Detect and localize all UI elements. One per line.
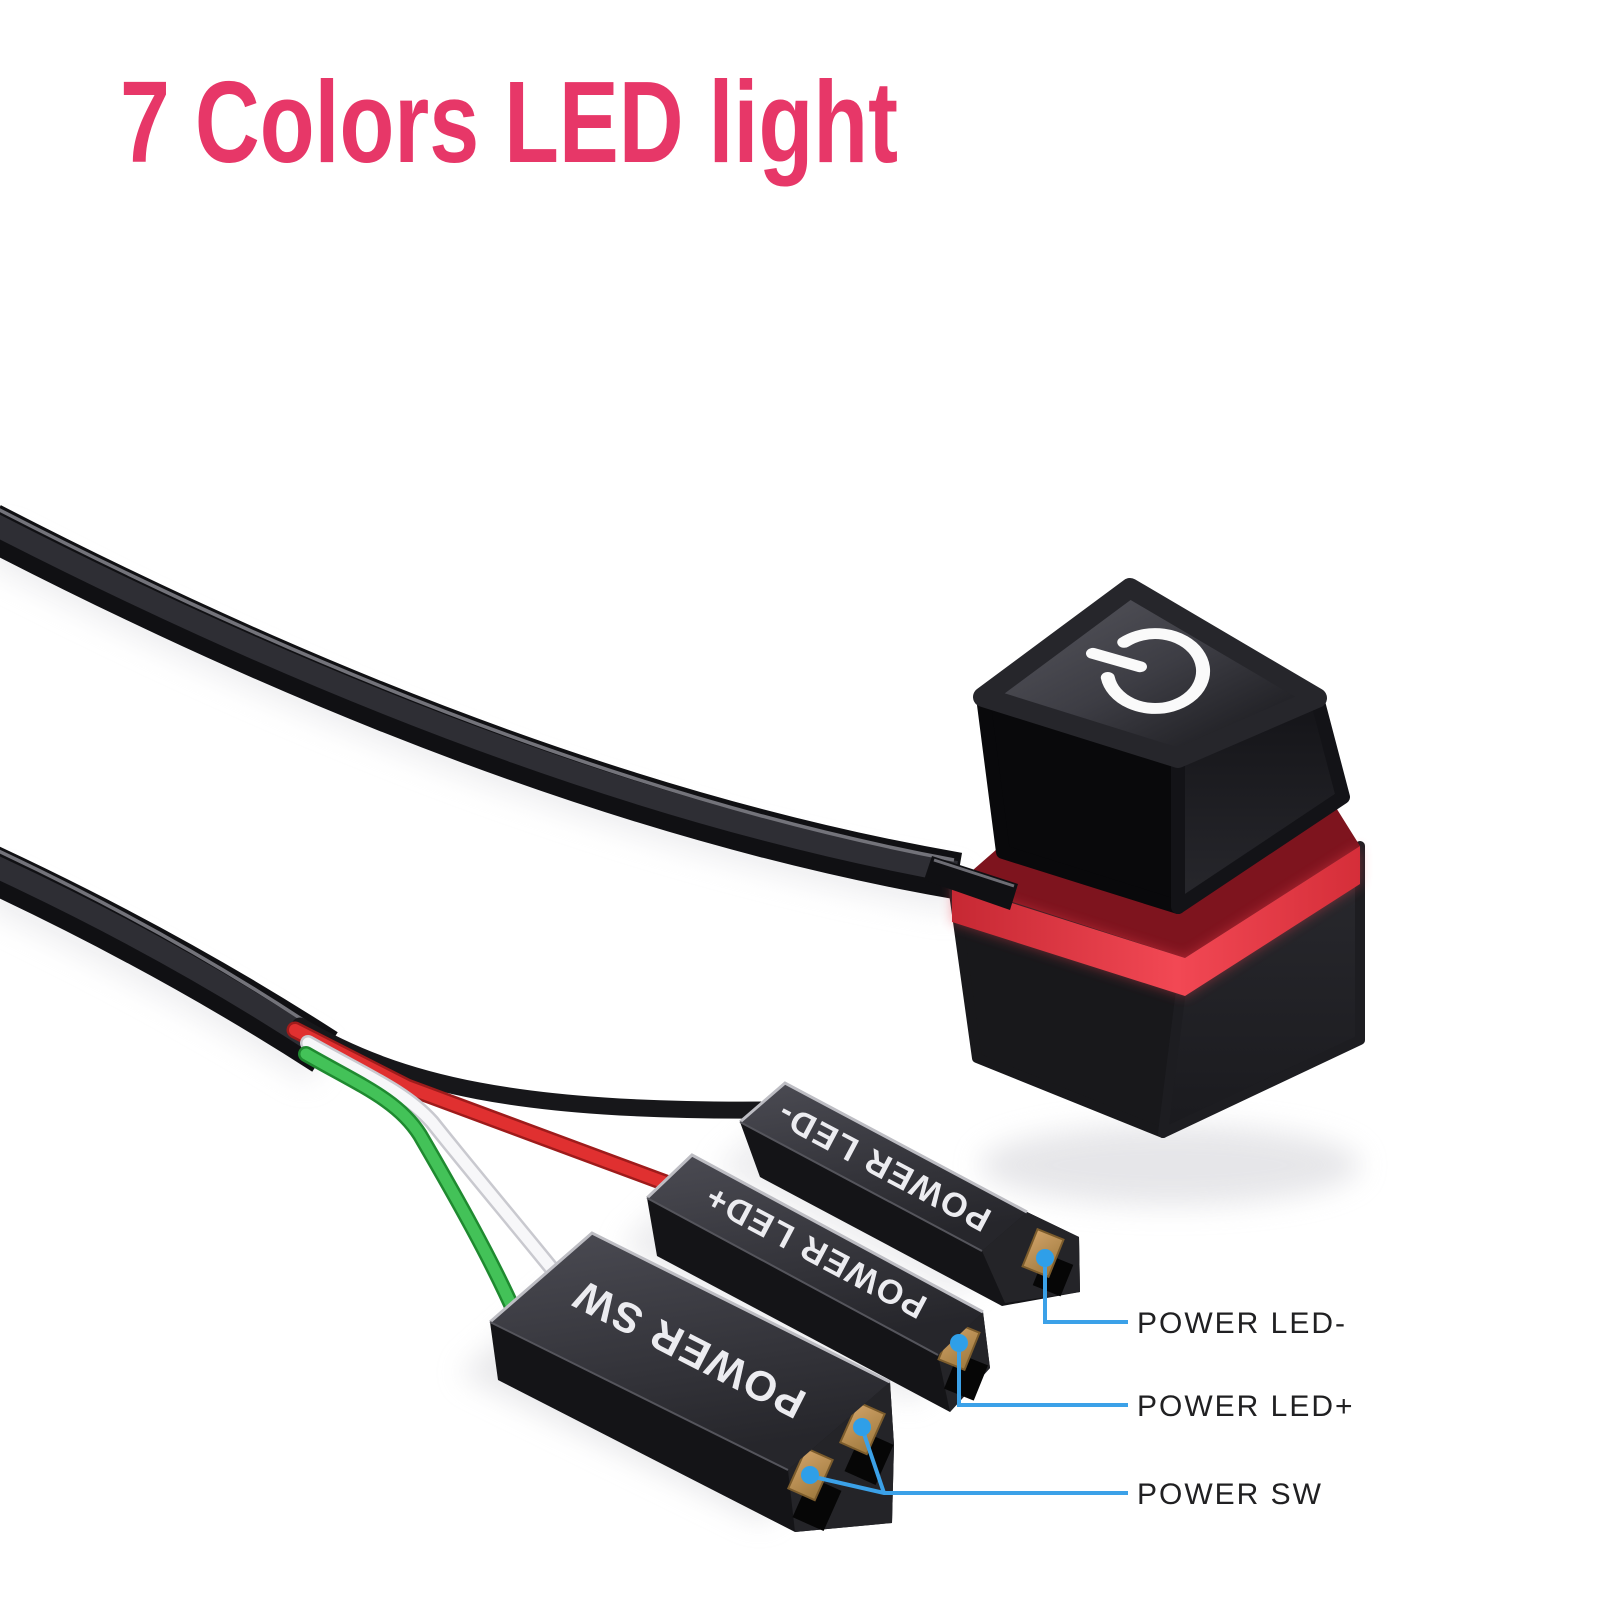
page-title: 7 Colors LED light	[120, 57, 898, 187]
wire-power-sw-green	[300, 1048, 526, 1331]
callout-line-power-sw-2	[860, 1427, 886, 1494]
callout-line-power-led-minus	[1043, 1260, 1128, 1324]
cable-to-button	[0, 505, 963, 900]
connector-edge	[489, 1321, 789, 1471]
callout-label-power-sw: POWER SW	[1137, 1478, 1323, 1511]
callout-label-power-led-minus: POWER LED-	[1137, 1307, 1347, 1340]
pin-dot-led-plus	[950, 1334, 968, 1352]
connector-edge	[739, 1121, 983, 1252]
callout-dots	[801, 1249, 1054, 1484]
callout-line-power-led-plus	[957, 1344, 1128, 1407]
connector-bevel	[739, 1081, 1028, 1214]
button-cap-top-face	[973, 578, 1327, 768]
cable-to-connectors	[0, 846, 338, 1072]
callout-label-power-led-plus: POWER LED+	[1137, 1390, 1355, 1423]
led-ring	[952, 846, 1360, 996]
power-icon	[1085, 628, 1211, 714]
cable-entry-lip	[924, 856, 1018, 910]
connector-body	[647, 1155, 983, 1355]
connector-body	[740, 1083, 1027, 1251]
connector-body	[490, 1233, 890, 1470]
connector-bevel	[489, 1231, 891, 1384]
pin-dot-led-minus	[1036, 1249, 1054, 1267]
wires	[286, 1017, 777, 1333]
connector-edge	[646, 1197, 939, 1356]
connector-bevel	[645, 1153, 984, 1314]
cable-entry-lip-highlight	[933, 858, 1015, 888]
wire-power-sw-white	[302, 1037, 571, 1291]
pin-dot-sw-2	[853, 1418, 871, 1436]
power-switch-button	[924, 578, 1365, 1138]
connector-power-sw: POWER SW	[489, 1231, 894, 1532]
pin-dot-sw-1	[801, 1466, 819, 1484]
callout-lines	[809, 1260, 1128, 1495]
